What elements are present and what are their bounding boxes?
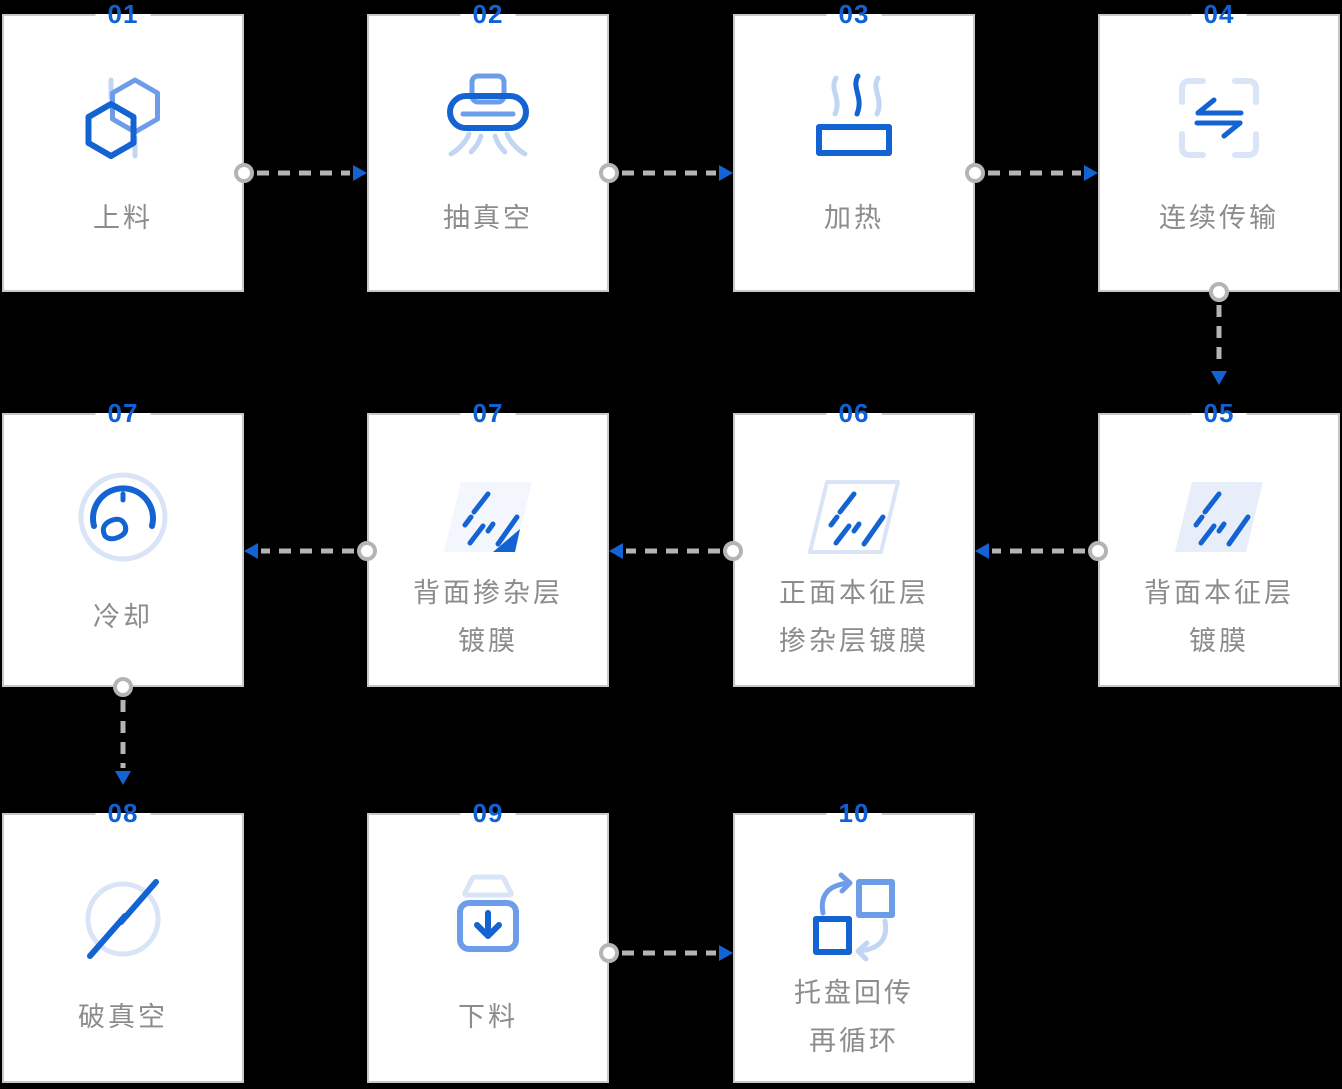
step-card-front-intrinsic: 06 正面本征层掺杂层镀膜	[733, 398, 975, 687]
step-number: 06	[826, 398, 882, 428]
step-card-vacuum-break: 08 破真空	[2, 798, 244, 1083]
unload-box-icon	[369, 867, 607, 967]
step-label: 背面掺杂层镀膜	[369, 567, 607, 667]
step-number: 04	[1191, 0, 1247, 29]
step-card-loading: 01 上料	[2, 0, 244, 292]
step-card-tray-return: 10 托盘回传再循环	[733, 798, 975, 1083]
step-label: 抽真空	[369, 168, 607, 268]
step-number: 03	[826, 0, 882, 29]
step-number: 07	[460, 398, 516, 428]
heating-icon	[735, 68, 973, 168]
step-label-line: 加热	[824, 203, 884, 233]
step-label: 加热	[735, 168, 973, 268]
transfer-icon	[1100, 68, 1338, 168]
step-label-line: 上料	[93, 203, 153, 233]
molecule-icon	[4, 68, 242, 168]
step-label-line: 连续传输	[1159, 203, 1279, 233]
step-label: 背面本征层镀膜	[1100, 567, 1338, 667]
step-label-line: 托盘回传	[794, 978, 914, 1008]
step-label: 上料	[4, 168, 242, 268]
step-label-line: 正面本征层	[779, 578, 929, 608]
step-label-line: 再循环	[809, 1026, 899, 1056]
step-card-transfer: 04 连续传输	[1098, 0, 1340, 292]
recycle-icon	[735, 867, 973, 967]
step-label: 冷却	[4, 567, 242, 667]
step-label-line: 背面本征层	[1144, 578, 1294, 608]
step-number: 05	[1191, 398, 1247, 428]
step-card-cooling: 07 冷却	[2, 398, 244, 687]
step-number: 09	[460, 798, 516, 828]
step-number: 02	[460, 0, 516, 29]
step-label: 托盘回传再循环	[735, 967, 973, 1067]
wafer-outline-icon	[735, 467, 973, 567]
step-number: 08	[95, 798, 151, 828]
vacuum-hood-icon	[369, 68, 607, 168]
step-card-back-intrinsic: 05 背面本征层镀膜	[1098, 398, 1340, 687]
step-label: 破真空	[4, 967, 242, 1067]
step-number: 07	[95, 398, 151, 428]
step-card-unloading: 09 下料	[367, 798, 609, 1083]
step-card-heating: 03 加热	[733, 0, 975, 292]
step-label-line: 镀膜	[1189, 626, 1249, 656]
step-label-line: 冷却	[93, 602, 153, 632]
step-card-vacuum-pump: 02 抽真空	[367, 0, 609, 292]
step-label-line: 破真空	[78, 1002, 168, 1032]
wafer-corner-icon	[369, 467, 607, 567]
coated-wafer-icon	[1100, 467, 1338, 567]
step-number: 01	[95, 0, 151, 29]
gauge-icon	[4, 467, 242, 567]
step-card-back-doped: 07 背面掺杂层镀膜	[367, 398, 609, 687]
step-label-line: 下料	[458, 1002, 518, 1032]
step-label-line: 背面掺杂层	[413, 578, 563, 608]
step-label: 下料	[369, 967, 607, 1067]
step-label: 连续传输	[1100, 168, 1338, 268]
step-label-line: 抽真空	[443, 203, 533, 233]
step-label: 正面本征层掺杂层镀膜	[735, 567, 973, 667]
vacuum-break-icon	[4, 867, 242, 967]
step-number: 10	[826, 798, 882, 828]
step-label-line: 镀膜	[458, 626, 518, 656]
step-label-line: 掺杂层镀膜	[779, 626, 929, 656]
